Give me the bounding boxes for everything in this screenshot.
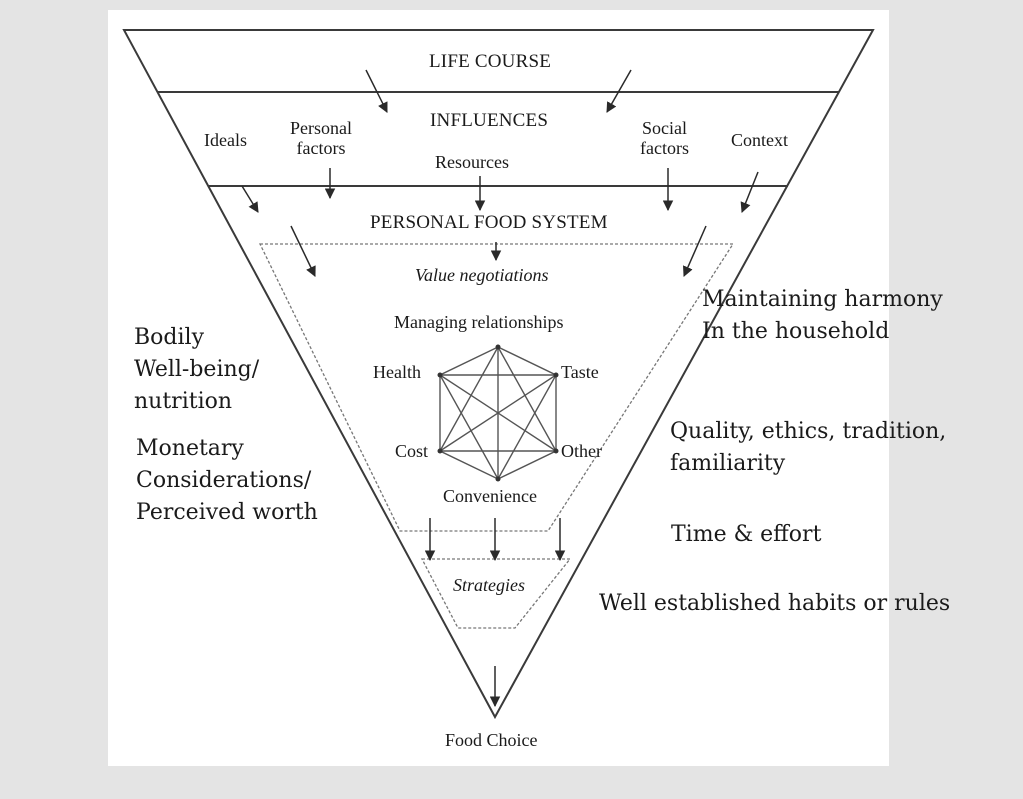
value-convenience-label: Convenience [443, 486, 537, 506]
annotation-monetary: Monetary Considerations/ Perceived worth [136, 433, 318, 529]
value-other-label: Other [561, 441, 602, 461]
annotation-bodily: Bodily Well-being/ nutrition [134, 322, 259, 418]
arrow-system-right [683, 225, 707, 277]
personal-factors-line-1: Personal [290, 118, 352, 138]
strategies-label: Strategies [453, 575, 525, 595]
social-factors-line-2: factors [640, 138, 689, 158]
value-health-label: Health [373, 362, 421, 382]
strategies-region [420, 558, 572, 629]
arrow-lifecourse-left [365, 69, 388, 113]
outer-triangle [122, 29, 875, 720]
annotation-harmony-line-1: Maintaining harmony [702, 287, 943, 312]
personal-food-system-label: PERSONAL FOOD SYSTEM [370, 212, 608, 233]
annotation-bodily-line-3: nutrition [134, 389, 233, 414]
value-negotiations-label: Value negotiations [415, 265, 549, 285]
annotation-harmony-line-2: In the household [702, 319, 890, 344]
arrow-ideals [241, 185, 259, 213]
diagram-panel: LIFE COURSE INFLUENCES PERSONAL FOOD SYS… [108, 10, 889, 766]
ideals-label: Ideals [204, 130, 247, 150]
annotation-monetary-line-3: Perceived worth [136, 500, 318, 525]
social-factors-label: Social factors [640, 118, 689, 158]
resources-label: Resources [435, 152, 509, 172]
life-course-label: LIFE COURSE [429, 51, 552, 72]
personal-factors-line-2: factors [296, 138, 346, 158]
food-choice-triangle [122, 29, 875, 720]
food-system-region [258, 243, 735, 532]
annotation-bodily-line-2: Well-being/ [134, 357, 260, 382]
annotation-time-effort: Time & effort [671, 522, 822, 547]
managing-relationships-label: Managing relationships [394, 312, 564, 332]
food-choice-label: Food Choice [445, 730, 538, 750]
arrow-system-left [290, 225, 316, 277]
annotation-quality: Quality, ethics, tradition, familiarity [670, 416, 946, 480]
annotation-quality-line-1: Quality, ethics, tradition, [670, 419, 947, 444]
annotation-monetary-line-2: Considerations/ [136, 468, 312, 493]
annotation-bodily-line-1: Bodily [134, 325, 204, 350]
annotation-harmony: Maintaining harmony In the household [702, 284, 943, 348]
arrow-lifecourse-right [606, 69, 632, 113]
annotation-monetary-line-1: Monetary [136, 436, 244, 461]
personal-factors-label: Personal factors [290, 118, 352, 158]
value-hexagon [439, 346, 557, 480]
arrow-context [740, 171, 759, 213]
hexagon-nodes [437, 344, 559, 482]
influences-label: INFLUENCES [430, 110, 549, 131]
value-taste-label: Taste [561, 362, 599, 382]
annotation-quality-line-2: familiarity [670, 451, 786, 476]
context-label: Context [731, 130, 788, 150]
annotation-habits: Well established habits or rules [599, 591, 951, 616]
social-factors-line-1: Social [641, 118, 687, 138]
value-cost-label: Cost [395, 441, 429, 461]
